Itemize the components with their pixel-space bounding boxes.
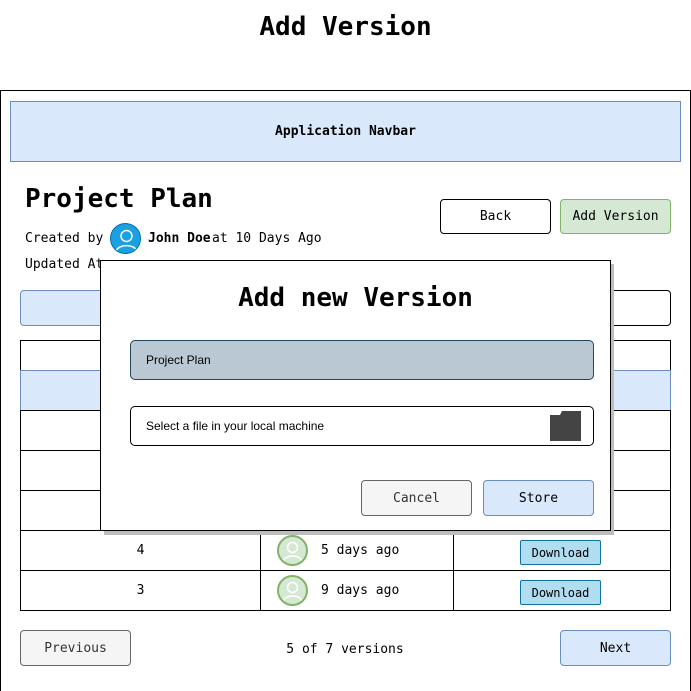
- version-number: 3: [136, 583, 145, 598]
- filter-bar[interactable]: [20, 290, 110, 326]
- version-name-input[interactable]: Project Plan: [130, 340, 594, 380]
- file-select-placeholder: Select a file in your local machine: [146, 419, 325, 433]
- pagination-status: 5 of 7 versions: [286, 642, 404, 657]
- uploader-avatar[interactable]: [277, 575, 308, 606]
- version-time: 9 days ago: [321, 583, 400, 598]
- uploader-avatar[interactable]: [277, 535, 308, 566]
- page-title: Add Version: [259, 12, 432, 42]
- folder-icon[interactable]: [550, 411, 581, 441]
- user-icon: [282, 581, 303, 603]
- updated-at-label: Updated At: [25, 257, 104, 272]
- add-version-button[interactable]: Add Version: [560, 199, 671, 234]
- author-name[interactable]: John Doe: [148, 231, 211, 246]
- table-cell-version: 4: [20, 530, 261, 571]
- cancel-button[interactable]: Cancel: [361, 480, 472, 516]
- modal-title: Add new Version: [238, 283, 473, 313]
- created-by-label: Created by: [25, 231, 104, 246]
- download-button[interactable]: Download: [520, 580, 601, 605]
- download-button[interactable]: Download: [520, 540, 601, 565]
- back-button[interactable]: Back: [440, 199, 551, 234]
- table-cell-action: [453, 570, 671, 611]
- project-title: Project Plan: [25, 184, 213, 214]
- version-number: 4: [136, 543, 145, 558]
- app-navbar[interactable]: Application Navbar: [10, 101, 681, 162]
- file-select-input[interactable]: Select a file in your local machine: [130, 406, 594, 446]
- store-button[interactable]: Store: [483, 480, 594, 516]
- version-time: 5 days ago: [321, 543, 400, 558]
- version-name-value: Project Plan: [146, 353, 211, 367]
- author-avatar[interactable]: [110, 223, 141, 254]
- created-time: at 10 Days Ago: [212, 231, 322, 246]
- user-icon: [282, 541, 303, 563]
- next-button[interactable]: Next: [560, 630, 671, 666]
- navbar-label: Application Navbar: [275, 124, 416, 139]
- previous-button[interactable]: Previous: [20, 630, 131, 666]
- table-cell-version: 3: [20, 570, 261, 611]
